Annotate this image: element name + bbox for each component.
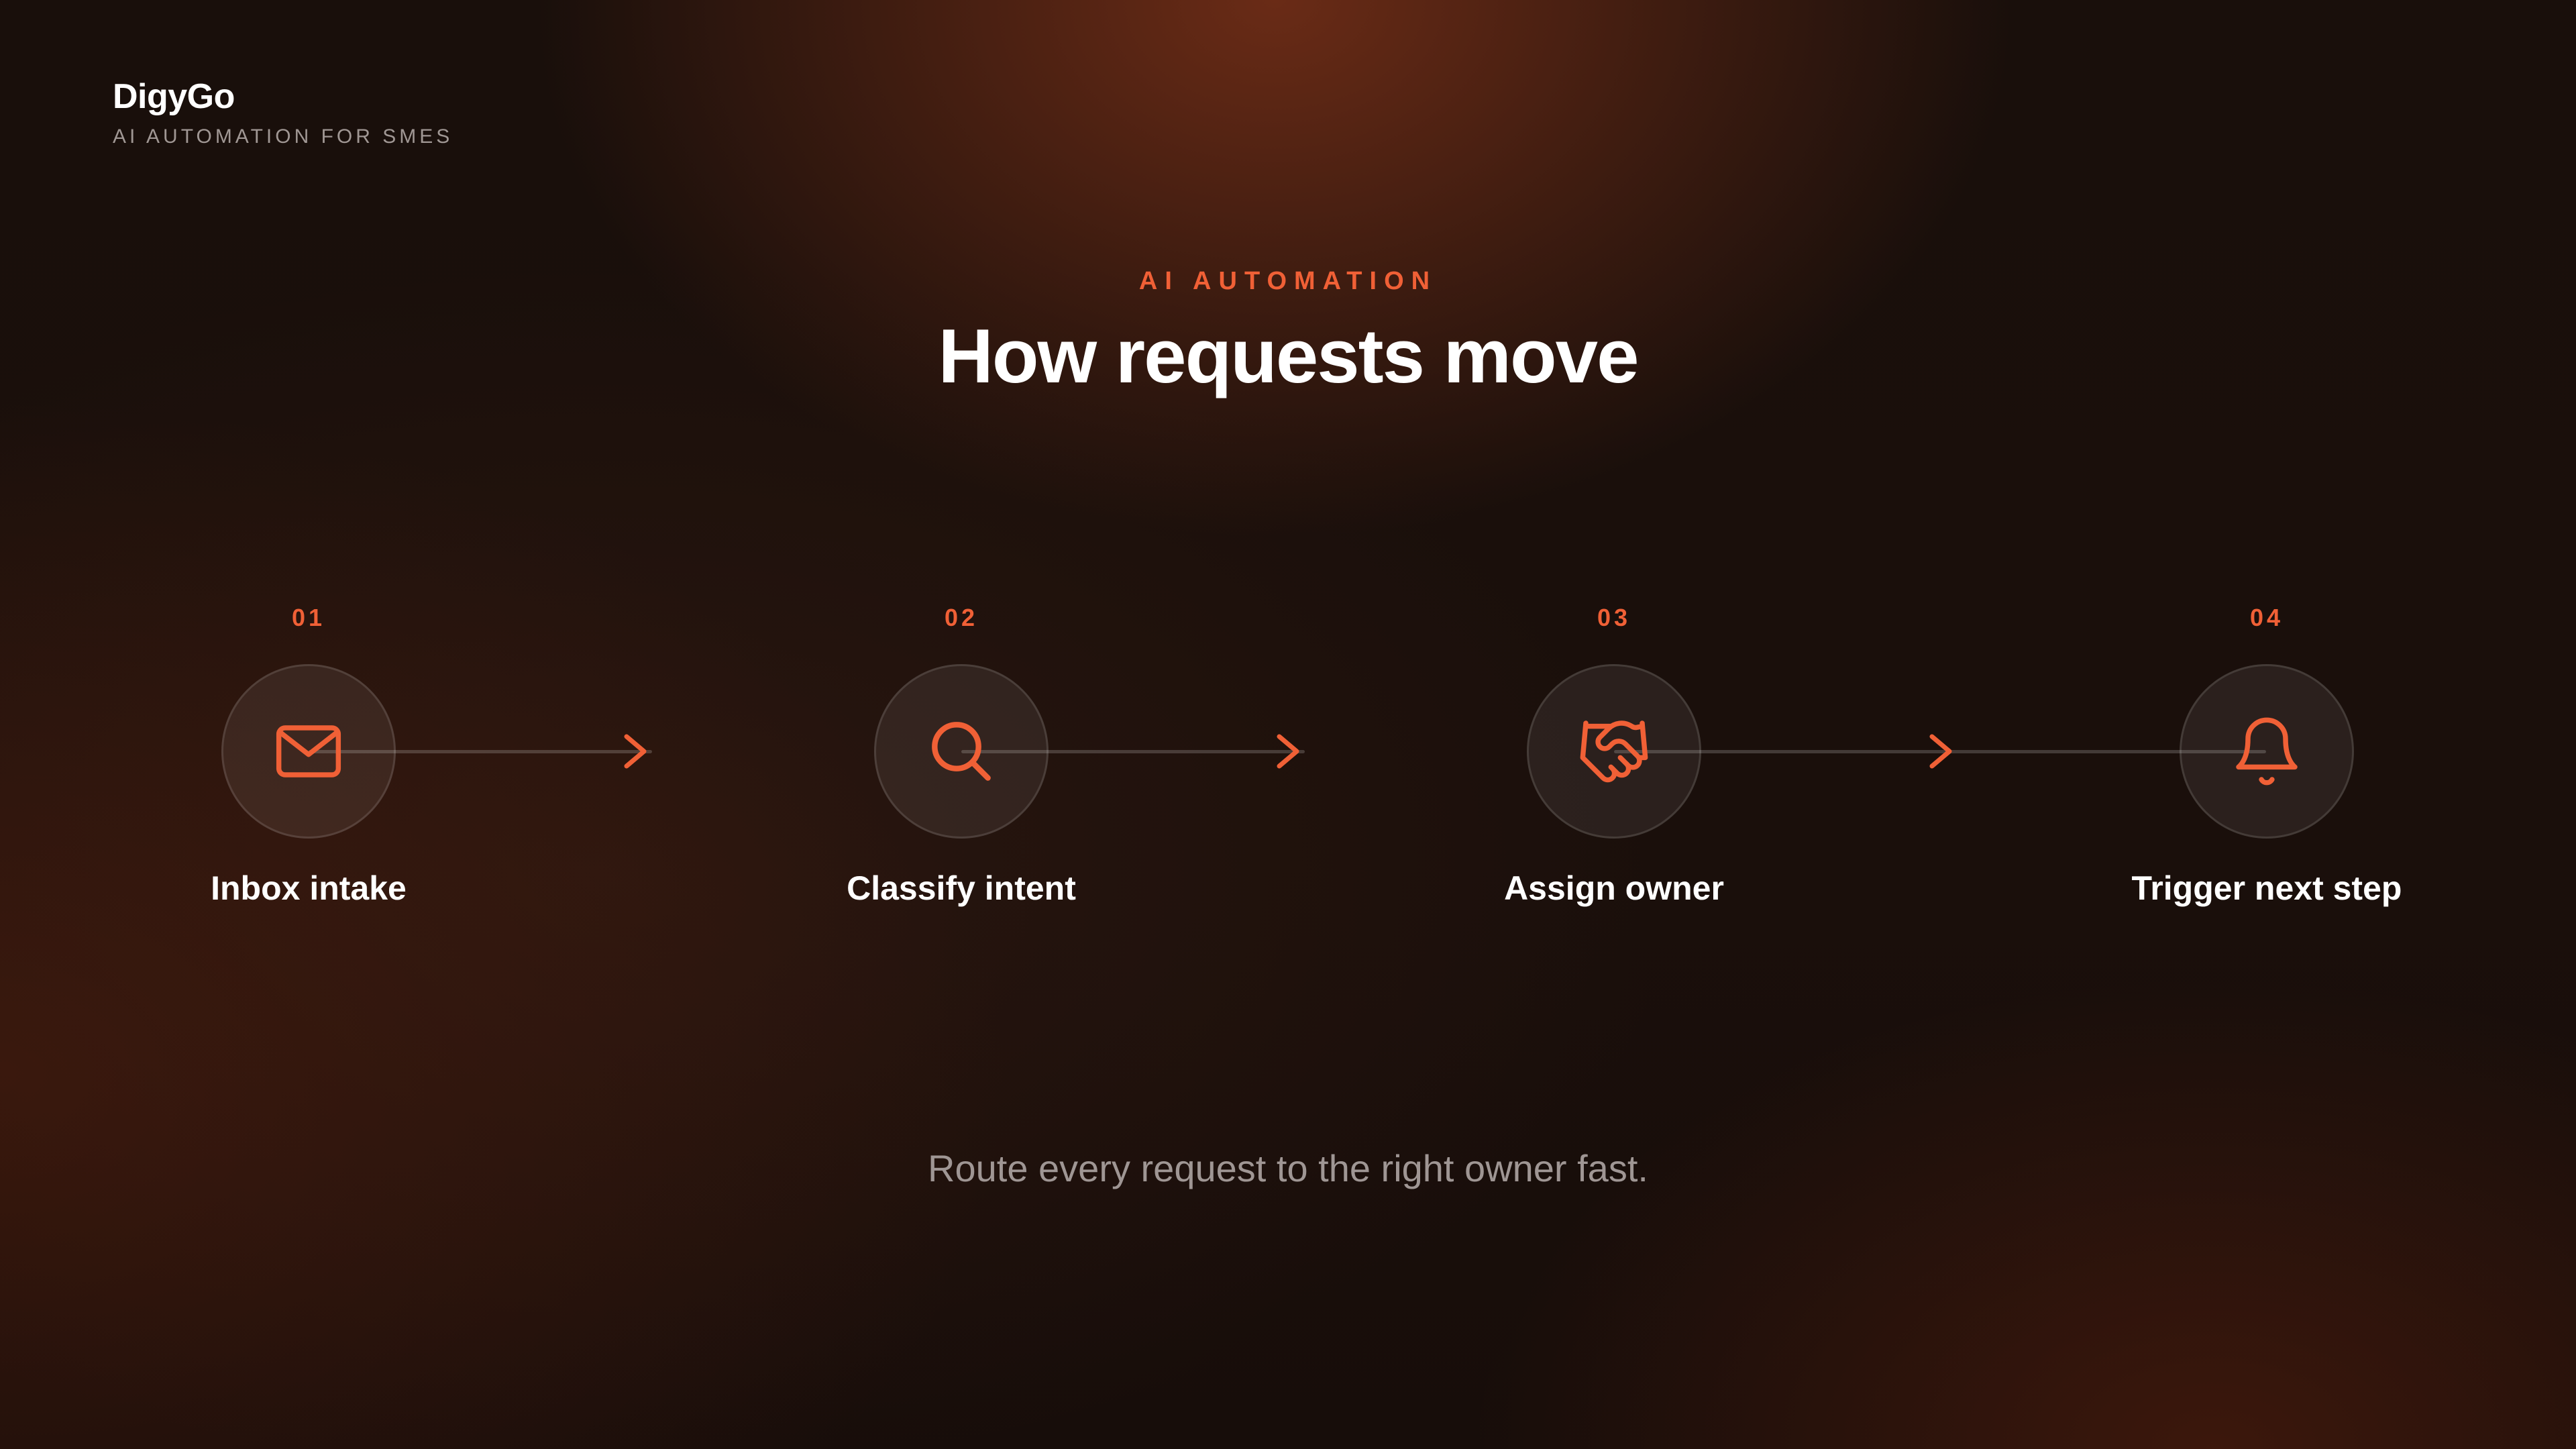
step-number: 02 xyxy=(944,604,979,631)
envelope-icon xyxy=(276,725,341,777)
brand: DigyGo AI AUTOMATION FOR SMES xyxy=(113,72,453,152)
footer-caption: Route every request to the right owner f… xyxy=(928,1147,1648,1189)
bell-icon xyxy=(2236,717,2298,786)
chevron-right-icon xyxy=(624,734,647,769)
step-number: 03 xyxy=(1597,604,1631,631)
magnifier-icon xyxy=(932,722,991,781)
step-icon-circle xyxy=(874,664,1049,839)
step-icon-circle xyxy=(221,664,396,839)
handshake-icon xyxy=(1580,720,1648,783)
step-icon-circle xyxy=(1527,664,1701,839)
chevron-right-icon xyxy=(1929,734,1952,769)
step-inbox-intake: 01 Inbox intake xyxy=(67,601,550,910)
step-number: 04 xyxy=(2249,604,2284,631)
step-label: Assign owner xyxy=(1504,869,1724,907)
step-number: 01 xyxy=(291,604,326,631)
step-assign-owner: 03 Assign owner xyxy=(1373,601,1856,910)
connector-line-3 xyxy=(1614,750,2266,753)
chevron-right-icon xyxy=(1277,734,1299,769)
page-title: How requests move xyxy=(938,314,1640,399)
connector-line-1 xyxy=(309,750,652,753)
step-trigger-next-step: 04 Trigger next step xyxy=(2025,601,2508,910)
section-eyebrow: AI AUTOMATION xyxy=(1138,267,1438,295)
step-label: Inbox intake xyxy=(211,869,407,907)
connector-line-2 xyxy=(961,750,1305,753)
brand-name: DigyGo xyxy=(113,77,235,116)
step-label: Trigger next step xyxy=(2131,869,2402,907)
brand-tagline: AI AUTOMATION FOR SMES xyxy=(113,125,453,148)
step-icon-circle xyxy=(2180,664,2354,839)
step-label: Classify intent xyxy=(847,869,1076,907)
step-classify-intent: 02 Classify intent xyxy=(720,601,1203,910)
